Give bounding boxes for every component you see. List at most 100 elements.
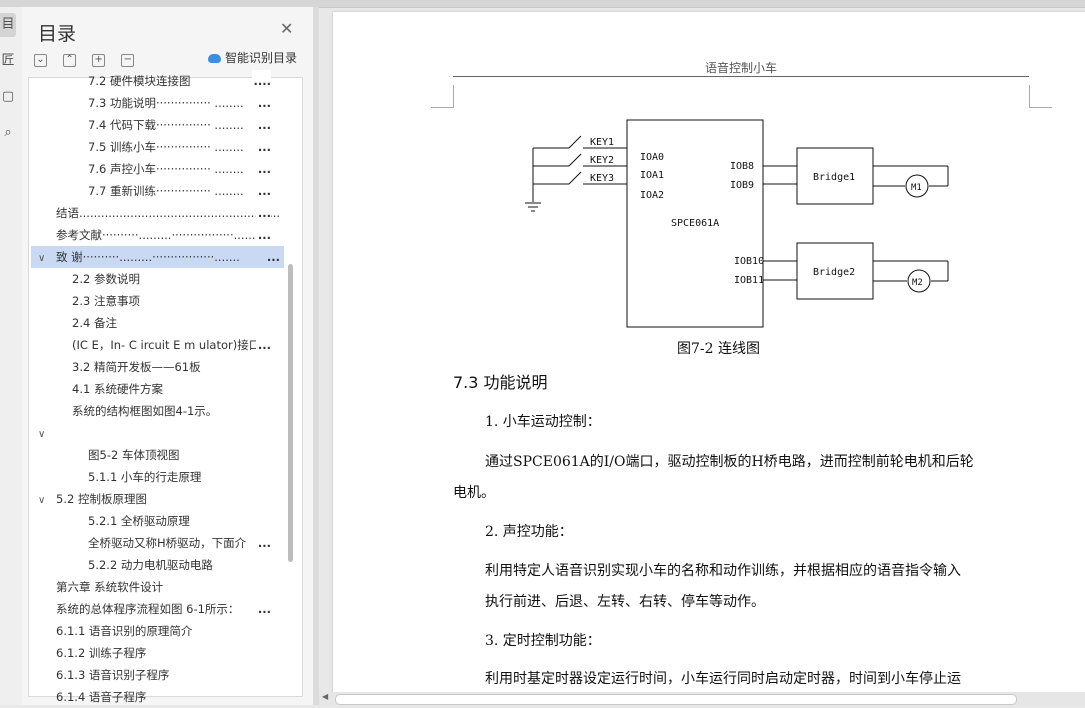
toc-item[interactable]: ∨ 致 谢··········.........·················… (31, 246, 284, 268)
chevron-down-icon[interactable]: ∨ (38, 495, 46, 506)
horizontal-scroll-thumb[interactable] (335, 694, 1017, 705)
outline-rail-icon[interactable]: 匠 (1, 53, 15, 68)
toc-item-page-dots: ... (255, 92, 271, 114)
toc-item-label: 致 谢··········.........·················.… (56, 250, 240, 264)
toc-item[interactable]: 2.3 注意事项 (72, 290, 275, 312)
toc-item[interactable]: 结语......................................… (56, 202, 280, 224)
chip-label: SPCE061A (671, 218, 719, 229)
toc-item-page-dots: ... (255, 114, 271, 136)
chevron-down-icon[interactable]: ∨ (38, 253, 46, 264)
toc-item-label: 4.1 系统硬件方案 (72, 382, 163, 396)
pin-iob11: IOB11 (734, 275, 764, 286)
toc-item-label: 全桥驱动又称H桥驱动，下面介 (88, 536, 247, 550)
toc-item-label: 2.3 注意事项 (72, 294, 140, 308)
toc-item-label: 第六章 系统软件设计 (56, 580, 164, 594)
toc-rail-icon[interactable]: 目 (0, 13, 16, 37)
toc-item[interactable]: 5.2.2 动力电机驱动电路 (88, 554, 275, 576)
pin-ioa2: IOA2 (640, 190, 664, 201)
toc-item-page-dots: ... (255, 224, 271, 246)
bridge1-box (796, 147, 874, 205)
toc-item-label: 7.4 代码下载··············· ........ (88, 118, 244, 132)
toc-item-label: 图5-2 车体顶视图 (88, 448, 180, 462)
toc-item-page-dots: ... (255, 598, 271, 620)
toc-toolbar: ⌄ ⌃ + − (34, 50, 145, 67)
toc-item[interactable]: 7.3 功能说明··············· ........... (88, 92, 275, 114)
toc-item-label: 6.1.3 语音识别子程序 (56, 668, 170, 682)
section-heading: 7.3 功能说明 (453, 373, 548, 392)
toc-item[interactable]: 7.2 硬件模块连接图.... (88, 70, 275, 92)
toc-item-label: (IC E，In- C ircuit E m ulator)接口 (72, 338, 261, 352)
toc-item[interactable]: 全桥驱动又称H桥驱动，下面介... (88, 532, 275, 554)
toc-item[interactable]: 6.1.4 语音子程序 (56, 686, 275, 708)
key2-switch (568, 153, 582, 167)
toc-item[interactable]: 6.1.3 语音识别子程序 (56, 664, 275, 686)
toc-item-label: 系统的结构框图如图4-1示。 (72, 404, 218, 418)
para2-line1: 利用特定人语音识别实现小车的名称和动作训练，并根据相应的语音指令输入 (485, 563, 961, 579)
panel-splitter[interactable] (313, 7, 319, 705)
toc-item-label: 5.2.1 全桥驱动原理 (88, 514, 190, 528)
toc-title: 目录 (38, 23, 77, 45)
pin-ioa1: IOA1 (640, 170, 664, 181)
toc-item[interactable]: ∨5.2 控制板原理图 (38, 488, 275, 510)
collapse-all-icon[interactable]: ⌄ (34, 54, 47, 67)
toc-item[interactable]: 系统的总体程序流程如图 6-1所示：... (56, 598, 275, 620)
toc-item-label: 2.4 备注 (72, 316, 117, 330)
chevron-down-icon[interactable]: ∨ (38, 429, 46, 440)
key1-switch (568, 135, 582, 149)
margin-corner-left (431, 85, 454, 108)
toc-item[interactable]: 4.1 系统硬件方案 (72, 378, 275, 400)
toc-item[interactable]: 7.4 代码下载··············· ........... (88, 114, 275, 136)
toc-item-page-dots: ... (255, 532, 271, 554)
pin-iob8: IOB8 (730, 161, 754, 172)
toc-item[interactable]: 2.2 参数说明 (72, 268, 275, 290)
toc-item-page-dots: ... (255, 158, 271, 180)
toc-item-label: 6.1.4 语音子程序 (56, 690, 147, 704)
toc-item-label: 7.7 重新训练··············· ........ (88, 184, 244, 198)
toc-item[interactable]: ∨ (38, 422, 275, 444)
smart-toc-button[interactable]: 智能识别目录 (208, 49, 297, 66)
horizontal-scrollbar[interactable]: ◀ (319, 692, 1085, 705)
scroll-left-icon[interactable]: ◀ (322, 692, 329, 701)
toc-scrollbar[interactable] (288, 264, 293, 562)
margin-corner-right (1029, 85, 1052, 108)
toc-item[interactable]: 2.4 备注 (72, 312, 275, 334)
wiring-diagram: KEY1 KEY2 KEY3 IOA0 IOA1 IOA2 SPCE061A I… (525, 119, 949, 328)
remove-heading-icon[interactable]: − (121, 54, 135, 67)
toc-item-label: 5.1.1 小车的行走原理 (88, 470, 202, 484)
para2-line2: 执行前进、后退、左转、右转、停车等动作。 (485, 594, 765, 610)
toc-item[interactable]: 3.2 精简开发板——61板 (72, 356, 275, 378)
toc-item[interactable]: (IC E，In- C ircuit E m ulator)接口... (72, 334, 275, 356)
toc-item-page-dots: .... (251, 70, 271, 92)
toc-panel: 目录 ✕ ⌄ ⌃ + − 智能识别目录 7.2 硬件模块连接图....7.3 功… (22, 7, 313, 705)
toc-item-label: 7.2 硬件模块连接图 (88, 74, 191, 88)
toc-item[interactable]: 5.1.1 小车的行走原理 (88, 466, 275, 488)
toc-item-label: 6.1.1 语音识别的原理简介 (56, 624, 193, 638)
header-rule (453, 76, 1029, 77)
add-heading-icon[interactable]: + (92, 54, 106, 67)
pin-iob10: IOB10 (734, 256, 764, 267)
motor2-label: M2 (912, 278, 923, 288)
toc-item[interactable]: 7.5 训练小车··············· ........... (88, 136, 275, 158)
figure-caption: 图7-2 连线图 (677, 341, 760, 357)
search-rail-icon[interactable]: ⌕ (4, 125, 12, 140)
pin-iob9: IOB9 (730, 180, 754, 191)
toc-item-page-dots: ... (255, 136, 271, 158)
toc-item[interactable]: 7.7 重新训练··············· ........... (88, 180, 275, 202)
motor1-symbol (905, 174, 929, 198)
para3-line1: 利用时基定时器设定运行时间，小车运行同时启动定时器，时间到小车停止运 (485, 671, 961, 687)
toc-item[interactable]: 6.1.2 训练子程序 (56, 642, 275, 664)
toc-item[interactable]: 第六章 系统软件设计 (56, 576, 275, 598)
toc-item[interactable]: 6.1.1 语音识别的原理简介 (56, 620, 275, 642)
bookmark-rail-icon[interactable]: ▢ (1, 89, 15, 104)
toc-item[interactable]: 参考文献··········.........·················… (56, 224, 275, 246)
bridge1-label: Bridge1 (813, 172, 855, 183)
toc-item-label: 7.6 声控小车··············· ........ (88, 162, 244, 176)
toc-item-label: 结语......................................… (56, 206, 281, 220)
toc-item[interactable]: 7.6 声控小车··············· ........... (88, 158, 275, 180)
toc-item[interactable]: 图5-2 车体顶视图 (88, 444, 275, 466)
close-icon[interactable]: ✕ (280, 19, 294, 38)
toc-item[interactable]: 5.2.1 全桥驱动原理 (88, 510, 275, 532)
expand-up-icon[interactable]: ⌃ (63, 54, 77, 67)
toc-item[interactable]: 系统的结构框图如图4-1示。 (72, 400, 275, 422)
toc-item-page-dots: ... (264, 246, 280, 268)
